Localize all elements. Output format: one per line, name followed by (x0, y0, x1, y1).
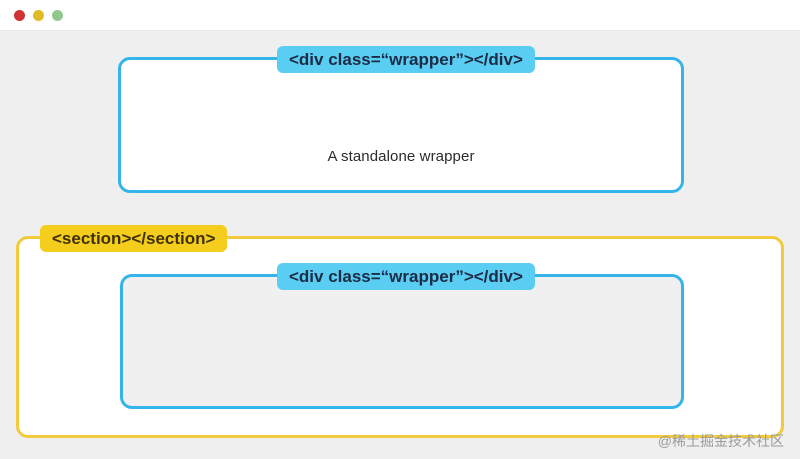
diagram-canvas: A standalone wrapper <div class=“wrapper… (0, 31, 800, 459)
section-tag-label: <section></section> (40, 225, 228, 252)
close-window-icon[interactable] (14, 10, 25, 21)
window-controls (14, 10, 63, 21)
watermark: @稀土掘金技术社区 (657, 433, 784, 449)
nested-wrapper-box: A wrapper inside a section (120, 274, 684, 409)
standalone-wrapper-box: A standalone wrapper (118, 57, 684, 193)
window-titlebar (0, 0, 800, 31)
minimize-window-icon[interactable] (33, 10, 44, 21)
standalone-wrapper-tag-label: <div class=“wrapper”></div> (277, 46, 535, 73)
maximize-window-icon[interactable] (52, 10, 63, 21)
standalone-wrapper-caption: A standalone wrapper (327, 148, 475, 165)
nested-wrapper-tag-label: <div class=“wrapper”></div> (277, 263, 535, 290)
